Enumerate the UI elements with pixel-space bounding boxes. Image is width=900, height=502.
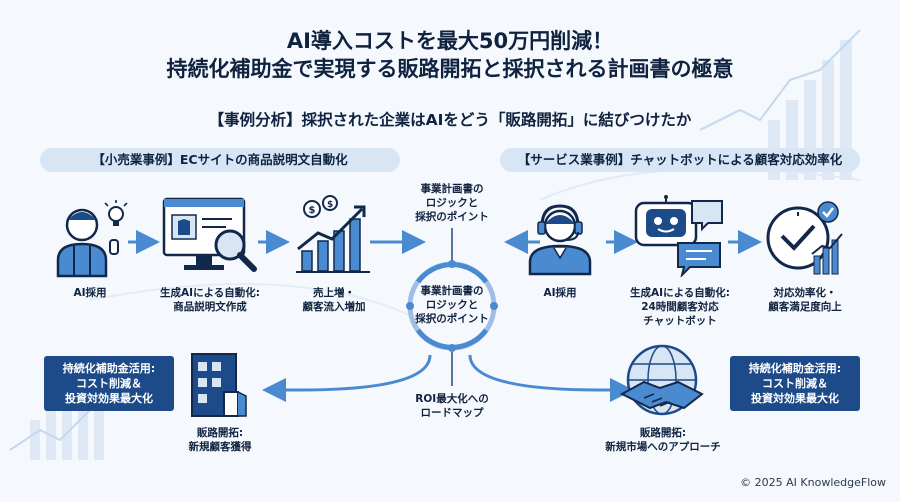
- left-step1-label: AI採用: [73, 287, 107, 299]
- center-hub-line2: ロジックと: [425, 299, 479, 311]
- right-tag-line1: 持続化補助金活用:: [748, 362, 842, 375]
- center-hub-line3: 採択のポイント: [415, 313, 489, 325]
- person-idea-icon: [56, 200, 128, 278]
- left-result-label-line1: 販路開拓:: [196, 427, 244, 439]
- svg-text:$: $: [309, 205, 316, 216]
- left-case-banner: 【小売業事例】ECサイトの商品説明文自動化: [40, 148, 400, 172]
- right-case-banner: 【サービス業事例】チャットボットによる顧客対応効率化: [500, 148, 860, 172]
- chatbot-icon: [634, 195, 723, 277]
- left-tag-line2: コスト削減＆: [76, 377, 142, 390]
- right-step2-label-line1: 生成AIによる自動化:: [630, 287, 730, 299]
- left-step2-label-line1: 生成AIによる自動化:: [160, 287, 260, 299]
- left-subsidy-tag: 持続化補助金活用: コスト削減＆ 投資対効果最大化: [44, 356, 174, 411]
- title-line-2: 持続化補助金で実現する販路開拓と採択される計画書の極意: [166, 57, 734, 81]
- svg-text:$: $: [327, 200, 333, 210]
- right-tag-line3: 投資対効果最大化: [751, 392, 839, 405]
- left-step3-label-line1: 売上増・: [313, 287, 355, 299]
- center-hub-line1: 事業計画書の: [420, 285, 484, 297]
- right-subsidy-tag: 持続化補助金活用: コスト削減＆ 投資対効果最大化: [730, 356, 860, 411]
- right-step3-label-line1: 対応効率化・: [773, 287, 837, 299]
- center-top-line3: 採択のポイント: [415, 211, 489, 223]
- growth-chart-icon: $ $: [296, 195, 370, 273]
- right-step3-label-line2: 顧客満足度向上: [768, 301, 842, 313]
- right-result-label-line1: 販路開拓:: [639, 427, 687, 439]
- center-bottom-line1: ROI最大化への: [415, 393, 489, 405]
- center-top-line1: 事業計画書の: [420, 183, 484, 195]
- right-result-label-line2: 新規市場へのアプローチ: [605, 441, 721, 453]
- left-step3-label-line2: 顧客流入増加: [302, 301, 366, 313]
- monitor-search-icon: [162, 197, 257, 272]
- operator-icon: [528, 204, 592, 276]
- left-tag-line1: 持続化補助金活用:: [62, 362, 156, 375]
- right-step2-label-line2: 24時間顧客対応: [641, 301, 719, 313]
- left-result-label-line2: 新規顧客獲得: [188, 441, 252, 453]
- right-step2-label-line3: チャットボット: [643, 315, 717, 327]
- left-step2-label-line2: 商品説明文作成: [173, 301, 247, 313]
- right-step1-label: AI採用: [543, 287, 577, 299]
- copyright-footer: © 2025 AI KnowledgeFlow: [740, 476, 886, 489]
- center-bottom-line2: ロードマップ: [420, 407, 484, 419]
- globe-handshake-icon: [619, 344, 704, 416]
- right-tag-line2: コスト削減＆: [762, 377, 828, 390]
- section-subtitle: 【事例分析】採択された企業はAIをどう「販路開拓」に結びつけたか: [208, 111, 692, 129]
- clock-growth-icon: [766, 201, 843, 275]
- center-top-line2: ロジックと: [425, 197, 479, 209]
- store-icon: [191, 353, 247, 417]
- title-line-1: AI導入コストを最大50万円削減！: [286, 29, 614, 53]
- left-tag-line3: 投資対効果最大化: [65, 392, 153, 405]
